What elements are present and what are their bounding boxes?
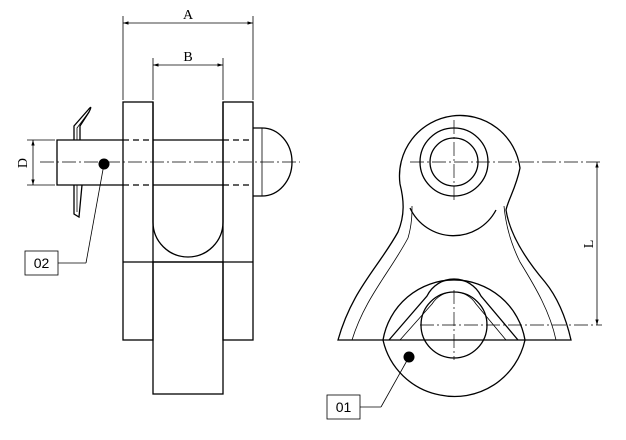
front-view: L 01 <box>326 114 602 420</box>
lower-ring-outer <box>382 279 526 341</box>
tongue-lower <box>152 261 224 395</box>
body-inner-right <box>503 205 557 341</box>
dim-b-label: B <box>183 50 192 65</box>
side-view: A B D 02 <box>16 8 300 395</box>
lower-body-arc-right <box>439 339 526 398</box>
dim-d-label: D <box>16 158 31 168</box>
body-inner-left <box>351 205 413 341</box>
body-outline <box>337 114 572 341</box>
cotter-pin <box>73 106 92 219</box>
lower-body-arc-left <box>382 339 441 396</box>
fork-left <box>122 101 154 341</box>
balloon-02-box <box>24 250 59 276</box>
pin-shaft <box>56 139 123 186</box>
balloon-01-leader <box>380 356 410 408</box>
jaw-inner <box>399 291 507 341</box>
balloon-01-label: 01 <box>336 399 352 415</box>
balloon-02-leader <box>85 163 105 264</box>
balloon-02-label: 02 <box>34 255 50 271</box>
dim-a-label: A <box>183 8 194 23</box>
jaw-outer <box>388 278 519 341</box>
inner-slot <box>152 102 224 258</box>
dim-l-label: L <box>582 240 597 249</box>
fork-right <box>222 101 254 341</box>
body-arch <box>409 207 497 237</box>
balloon-01-box <box>326 394 361 420</box>
